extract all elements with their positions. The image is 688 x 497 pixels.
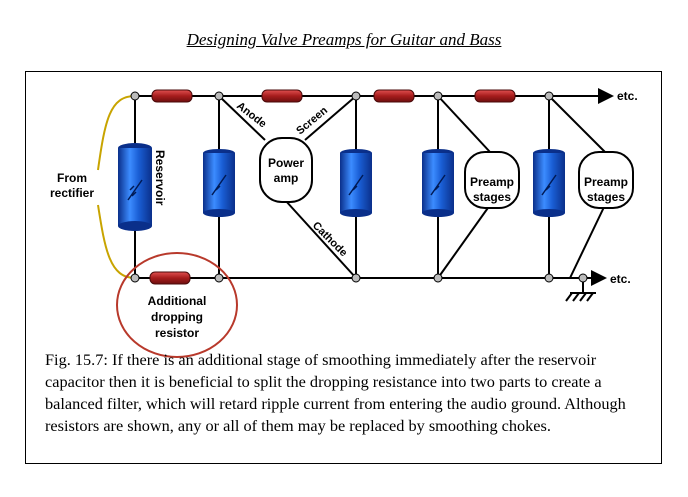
input-leads bbox=[97, 95, 136, 279]
capacitors bbox=[118, 143, 565, 231]
power-amp-block bbox=[259, 137, 313, 203]
from-rectifier-label-1: From bbox=[57, 171, 87, 185]
preamp-block bbox=[578, 151, 634, 209]
additional-resistor-label-2: dropping bbox=[151, 310, 203, 324]
resistor bbox=[474, 89, 516, 103]
reservoir-capacitor bbox=[118, 143, 152, 231]
resistor bbox=[373, 89, 415, 103]
etc-bottom-label: etc. bbox=[610, 272, 631, 286]
reservoir-label: Reservoir bbox=[153, 150, 167, 206]
preamp-label-1: Preamp bbox=[470, 175, 514, 189]
capacitor bbox=[533, 149, 565, 217]
preamp-label-1: Preamp bbox=[584, 175, 628, 189]
capacitor bbox=[203, 149, 235, 217]
junctions bbox=[130, 91, 588, 283]
highlight-circle bbox=[116, 252, 238, 358]
stage-blocks bbox=[259, 137, 634, 209]
page-header: Designing Valve Preamps for Guitar and B… bbox=[186, 30, 502, 49]
power-amp-label-1: Power bbox=[268, 156, 304, 170]
cathode-label: Cathode bbox=[310, 220, 350, 260]
preamp-block bbox=[464, 151, 520, 209]
additional-resistor-label-3: resistor bbox=[155, 326, 199, 340]
preamp-label-2: stages bbox=[473, 190, 511, 204]
branches bbox=[134, 95, 606, 302]
power-amp-label-2: amp bbox=[274, 171, 299, 185]
etc-top-label: etc. bbox=[617, 89, 638, 103]
capacitor bbox=[340, 149, 372, 217]
resistor bbox=[151, 89, 193, 103]
from-rectifier-label-2: rectifier bbox=[50, 186, 94, 200]
figure-caption: Fig. 15.7: If there is an additional sta… bbox=[45, 350, 626, 435]
resistor bbox=[261, 89, 303, 103]
resistors bbox=[149, 89, 516, 285]
additional-resistor-label-1: Additional bbox=[148, 294, 207, 308]
additional-resistor bbox=[149, 271, 191, 285]
preamp-label-2: stages bbox=[587, 190, 625, 204]
capacitor bbox=[422, 149, 454, 217]
figure-frame bbox=[25, 71, 662, 464]
screen-label: Screen bbox=[294, 104, 330, 137]
